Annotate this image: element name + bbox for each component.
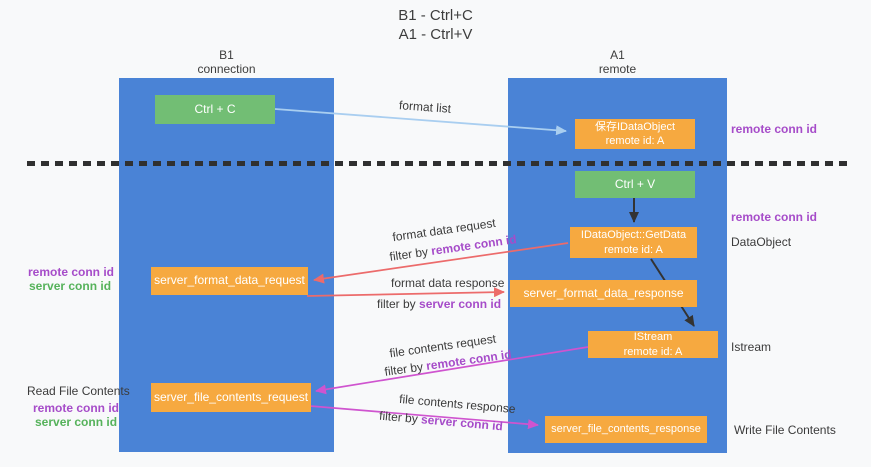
filter-prefix-1: filter by: [388, 244, 433, 264]
label-format-data-response: format data response: [391, 276, 505, 290]
node-save-dataobject-line2: remote id: A: [605, 135, 665, 147]
filter-prefix-4: filter by: [378, 408, 422, 427]
node-getdata-line1: IDataObject::GetData: [580, 229, 687, 242]
node-ctrl-v: Ctrl + V: [575, 171, 695, 198]
right-label-dataobject: DataObject: [731, 235, 792, 249]
node-ctrl-v-label: Ctrl + V: [614, 176, 656, 191]
left-column-name: B1: [219, 48, 234, 62]
right-label-remote-conn-id-2: remote conn id: [731, 210, 818, 224]
node-server-file-contents-request: server_file_contents_request: [151, 383, 311, 412]
arrow-format-data-response: [306, 287, 505, 298]
node-istream-line1: IStream: [633, 331, 673, 344]
left-column-role: connection: [197, 62, 256, 76]
left-label-remote-conn-id-1: remote conn id: [28, 265, 115, 279]
right-label-remote-conn-id-1: remote conn id: [731, 122, 818, 136]
filter-key-server-2: server conn id: [420, 412, 504, 434]
node-file-request-label: server_file_contents_request: [153, 389, 309, 404]
node-istream-line2: remote id: A: [623, 345, 683, 358]
node-format-response-label: server_format_data_response: [523, 285, 684, 300]
node-format-request-label: server_format_data_request: [154, 273, 305, 288]
right-label-istream: Istream: [731, 340, 772, 354]
node-server-format-data-request: server_format_data_request: [151, 267, 308, 295]
label-filter-by-server-conn-id-1: filter by server conn id: [377, 297, 501, 311]
right-column-role: remote: [598, 62, 637, 76]
node-istream: IStream remote id: A: [588, 331, 718, 358]
left-label-read-file-contents: Read File Contents: [27, 384, 130, 398]
node-getdata-line2: remote id: A: [604, 243, 663, 256]
left-label-server-conn-id-2: server conn id: [35, 415, 118, 429]
filter-key-server-1: server conn id: [419, 297, 502, 311]
node-ctrl-c-label: Ctrl + C: [194, 101, 236, 116]
right-column-name: A1: [610, 48, 625, 62]
node-server-format-data-response: server_format_data_response: [510, 280, 697, 307]
node-ctrl-c: Ctrl + C: [155, 95, 275, 124]
left-label-server-conn-id-1: server conn id: [29, 279, 112, 293]
title-line-2: A1 - Ctrl+V: [398, 26, 473, 43]
node-getdata: IDataObject::GetData remote id: A: [570, 227, 697, 258]
right-column-header: A1 remote: [508, 48, 727, 76]
node-save-dataobject-line1: 保存IDataObject: [594, 120, 676, 133]
node-server-file-contents-response: server_file_contents_response: [545, 416, 707, 443]
cutoff-dashed-line: [27, 161, 847, 166]
left-label-remote-conn-id-2: remote conn id: [33, 401, 120, 415]
left-column-header: B1 connection: [119, 48, 334, 76]
diagram-title: B1 - Ctrl+C A1 - Ctrl+V: [0, 6, 871, 44]
node-save-dataobject: 保存IDataObject remote id: A: [575, 119, 695, 149]
filter-prefix-3: filter by: [383, 359, 428, 379]
label-format-list: format list: [398, 98, 452, 116]
filter-prefix-2: filter by: [377, 297, 420, 311]
title-line-1: B1 - Ctrl+C: [398, 7, 473, 24]
right-label-write-file-contents: Write File Contents: [734, 423, 836, 437]
node-file-response-label: server_file_contents_response: [551, 423, 701, 436]
